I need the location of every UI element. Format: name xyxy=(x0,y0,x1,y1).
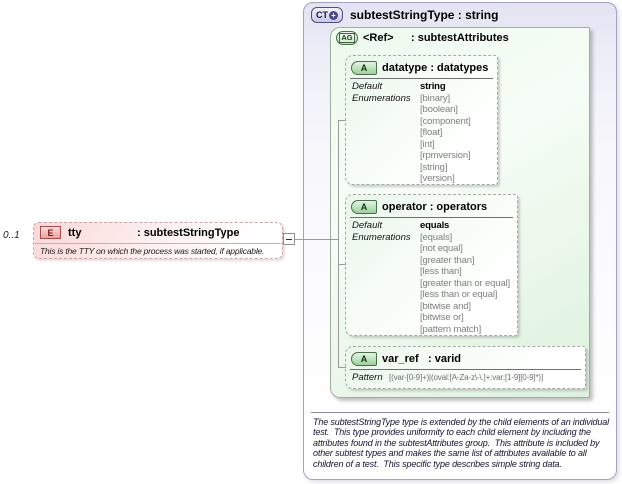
enumeration-item: [int] xyxy=(420,138,435,150)
attribute-group-icon: AG xyxy=(336,31,358,45)
enumeration-item: [pattern match] xyxy=(420,323,482,335)
cardinality-label: 0..1 xyxy=(3,230,20,241)
facet-values: equals [equals][not equal][greater than]… xyxy=(420,220,515,335)
enumeration-item: [float] xyxy=(420,127,443,138)
attribute-facets: Pattern [(var-[0-9]+)|(oval:[A-Za-z\-\.]… xyxy=(346,370,585,384)
default-value: string xyxy=(420,81,446,92)
connector-tree-line xyxy=(338,120,339,368)
enumeration-item: [bitwise and] xyxy=(420,300,471,312)
element-annotation: This is the TTY on which the process was… xyxy=(40,246,265,256)
attribute-icon: A xyxy=(351,61,377,75)
attribute-group-name: <Ref> xyxy=(363,32,394,44)
default-value: equals xyxy=(420,220,450,231)
element-type: : subtestStringType xyxy=(137,226,240,239)
enumeration-item: [less than] xyxy=(420,266,462,277)
connector-stub xyxy=(339,120,346,121)
enumeration-item: [bitwise or] xyxy=(420,312,464,323)
attribute-facets: Default Enumerations equals [equals][not… xyxy=(346,218,517,335)
attribute-facets: Default Enumerations string [binary][boo… xyxy=(346,79,497,185)
attribute-group-icon-label: AG xyxy=(339,33,355,43)
enumeration-item: [boolean] xyxy=(420,104,458,115)
attribute-header: A operator : operators xyxy=(346,195,517,215)
enumeration-item: [component] xyxy=(420,115,471,127)
attribute-header: A datatype : datatypes xyxy=(346,56,497,76)
enumeration-item: [binary] xyxy=(420,92,450,104)
complex-type-title: subtestStringType : string xyxy=(350,8,499,22)
attribute-icon: A xyxy=(351,352,377,366)
complex-type-annotation: The subtestStringType type is extended b… xyxy=(313,417,612,469)
attribute-box-datatype[interactable]: A datatype : datatypes Default Enumerati… xyxy=(345,55,498,185)
facet-values: string [binary][boolean][component][floa… xyxy=(420,81,495,185)
attribute-name: operator xyxy=(382,201,427,213)
attribute-title: datatype : datatypes xyxy=(382,62,488,74)
element-box-tty[interactable]: E tty : subtestStringType This is the TT… xyxy=(33,222,283,259)
enumeration-item: [version] xyxy=(420,173,455,184)
attribute-box-operator[interactable]: A operator : operators Default Enumerati… xyxy=(345,194,518,336)
collapse-toggle-icon[interactable] xyxy=(283,233,295,245)
enumeration-item: [string] xyxy=(420,161,448,173)
attribute-type: : varid xyxy=(428,353,462,365)
enumeration-list: [binary][boolean][component][float][int]… xyxy=(420,93,495,185)
facet-labels: Default Enumerations xyxy=(352,220,420,335)
connector-stub xyxy=(339,264,346,265)
enumerations-label: Enumerations xyxy=(352,92,411,104)
plus-icon: + xyxy=(329,10,338,20)
facet-values: [(var-[0-9]+)|(oval:[A-Za-z\-\.]+:var:[1… xyxy=(389,372,583,384)
attribute-type: : datatypes xyxy=(430,62,489,74)
divider xyxy=(350,78,493,79)
pattern-value: [(var-[0-9]+)|(oval:[A-Za-z\-\.]+:var:[1… xyxy=(389,373,544,382)
element-icon: E xyxy=(40,226,61,239)
default-label: Default xyxy=(352,220,383,231)
facet-labels: Pattern xyxy=(352,372,389,384)
enumeration-item: [equals] xyxy=(420,231,453,243)
divider xyxy=(350,217,513,218)
facet-labels: Default Enumerations xyxy=(352,81,420,185)
attribute-title: operator : operators xyxy=(382,201,487,213)
enumeration-item: [less than or equal] xyxy=(420,289,498,300)
element-header: E tty : subtestStringType xyxy=(34,223,282,242)
attribute-name: datatype xyxy=(382,62,428,74)
element-name: tty xyxy=(68,226,82,239)
divider xyxy=(350,369,581,370)
enumeration-item: [not equal] xyxy=(420,243,463,254)
enumeration-item: [rpmversion] xyxy=(420,150,471,161)
complex-type-icon-label: CT xyxy=(316,10,328,20)
attribute-icon: A xyxy=(351,200,377,214)
attribute-type: : operators xyxy=(429,201,488,213)
pattern-label: Pattern xyxy=(352,372,383,383)
attribute-box-var-ref[interactable]: A var_ref : varid Pattern [(var-[0-9]+)|(… xyxy=(345,346,586,389)
attribute-header: A var_ref : varid xyxy=(346,347,585,367)
attribute-name: var_ref xyxy=(382,353,419,365)
enumeration-list: [equals][not equal][greater than][less t… xyxy=(420,232,515,336)
connector-line xyxy=(295,239,338,240)
enumeration-item: [greater than] xyxy=(420,254,475,266)
complex-type-icon: CT + xyxy=(311,7,343,23)
attribute-title: var_ref : varid xyxy=(382,353,461,365)
connector-stub xyxy=(339,367,346,368)
complex-type-header: CT + subtestStringType : string xyxy=(311,7,498,23)
enumeration-item: [greater than or equal] xyxy=(420,277,511,289)
default-label: Default xyxy=(352,81,383,92)
divider xyxy=(311,412,609,413)
divider xyxy=(35,243,281,244)
enumerations-label: Enumerations xyxy=(352,231,411,243)
attribute-group-header: AG <Ref> : subtestAttributes xyxy=(336,31,509,45)
attribute-group-type: : subtestAttributes xyxy=(411,32,509,44)
